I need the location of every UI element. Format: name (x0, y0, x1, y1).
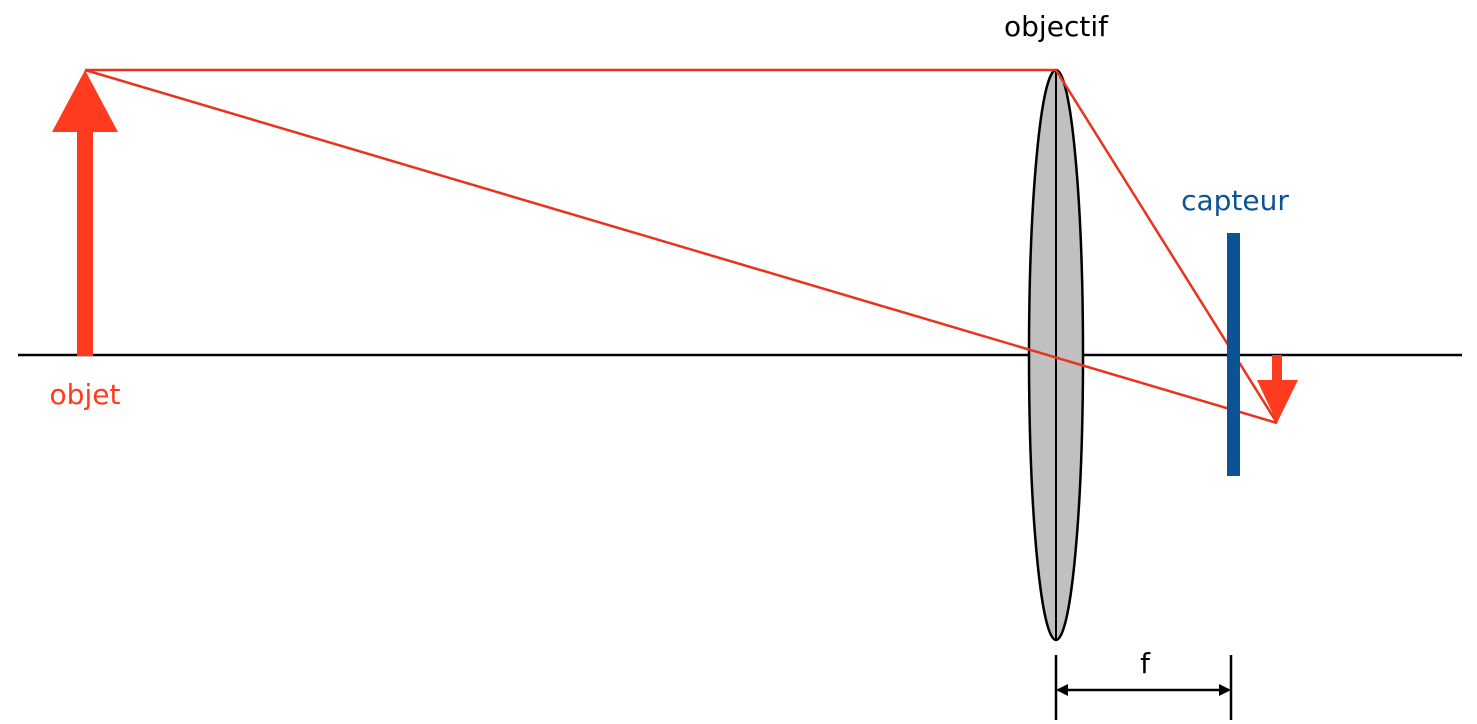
object-arrow-shaft (77, 120, 93, 356)
parallel-ray (85, 68, 1279, 424)
sensor-bar (1227, 233, 1240, 476)
sensor-label: capteur (1181, 184, 1289, 217)
chief-ray (84, 68, 1278, 425)
image-arrow-shaft (1272, 355, 1282, 388)
focal-length-label: f (1140, 647, 1151, 680)
objective-label: objectif (1004, 10, 1109, 43)
object-label: objet (50, 378, 121, 411)
image-arrowhead (1257, 380, 1298, 423)
object-arrowhead (52, 70, 118, 132)
